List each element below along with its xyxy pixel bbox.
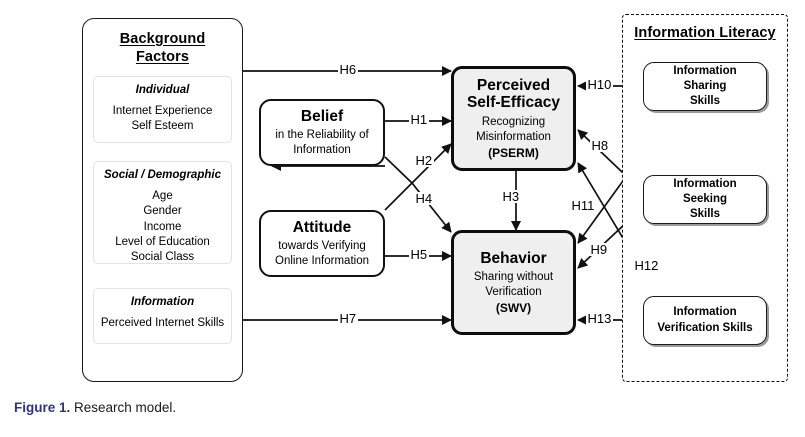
hypothesis-label-h6: H6 [338, 62, 358, 77]
hypothesis-label-h11: H11 [570, 198, 596, 213]
hypothesis-label-h8: H8 [590, 138, 610, 153]
figure-caption-text: Research model. [74, 400, 177, 415]
hypothesis-label-h1: H1 [409, 112, 429, 127]
hypothesis-label-h10: H10 [586, 77, 613, 92]
attitude-sub: towards Verifying Online Information [275, 239, 369, 267]
panel-social-demographic-items: Age Gender Income Level of Education Soc… [115, 190, 210, 264]
information-sharing-skills: Information Sharing Skills [643, 62, 767, 111]
behavior-sub: Sharing without Verification [473, 271, 554, 298]
panel-social-demographic-title: Social / Demographic [104, 169, 221, 181]
construct-attitude: Attitude towards Verifying Online Inform… [259, 210, 385, 277]
figure-caption-label: Figure 1. [14, 400, 71, 415]
construct-belief: Belief in the Reliability of Information [259, 99, 385, 166]
information-literacy-title: Information Literacy [634, 25, 776, 41]
panel-individual-title: Individual [135, 84, 190, 96]
panel-information: Information Perceived Internet Skills [93, 288, 232, 344]
hypothesis-label-h4: H4 [414, 191, 434, 206]
hypothesis-label-h7: H7 [338, 311, 358, 326]
hypothesis-label-h2: H2 [414, 153, 434, 168]
pserm-sub: Recognizing Misinformation [476, 116, 551, 143]
belief-sub: in the Reliability of Information [275, 128, 369, 156]
pserm-acronym: (PSERM) [488, 146, 539, 161]
hypothesis-label-h9: H9 [589, 242, 609, 257]
belief-head: Belief [300, 107, 344, 125]
figure-caption: Figure 1. Research model. [14, 400, 176, 416]
information-seeking-skills: Information Seeking Skills [643, 175, 767, 224]
panel-individual-items: Internet Experience Self Esteem [112, 105, 213, 133]
behavior-head: Behavior [480, 249, 547, 267]
panel-information-title: Information [130, 296, 195, 308]
background-factors-title: Background Factors [119, 31, 206, 65]
hypothesis-label-h5: H5 [409, 247, 429, 262]
hypothesis-label-h12: H12 [633, 258, 660, 273]
panel-social-demographic: Social / Demographic Age Gender Income L… [93, 161, 232, 264]
panel-information-items: Perceived Internet Skills [100, 317, 225, 329]
information-verification-skills: Information Verification Skills [643, 296, 767, 345]
construct-pserm: Perceived Self-Efficacy Recognizing Misi… [451, 66, 576, 171]
panel-individual: Individual Internet Experience Self Este… [93, 76, 232, 143]
behavior-acronym: (SWV) [495, 301, 532, 316]
hypothesis-label-h3: H3 [501, 189, 521, 204]
pserm-head: Perceived Self-Efficacy [466, 76, 561, 112]
construct-behavior: Behavior Sharing without Verification (S… [451, 230, 576, 335]
hypothesis-label-h13: H13 [586, 311, 613, 326]
attitude-head: Attitude [292, 218, 352, 236]
